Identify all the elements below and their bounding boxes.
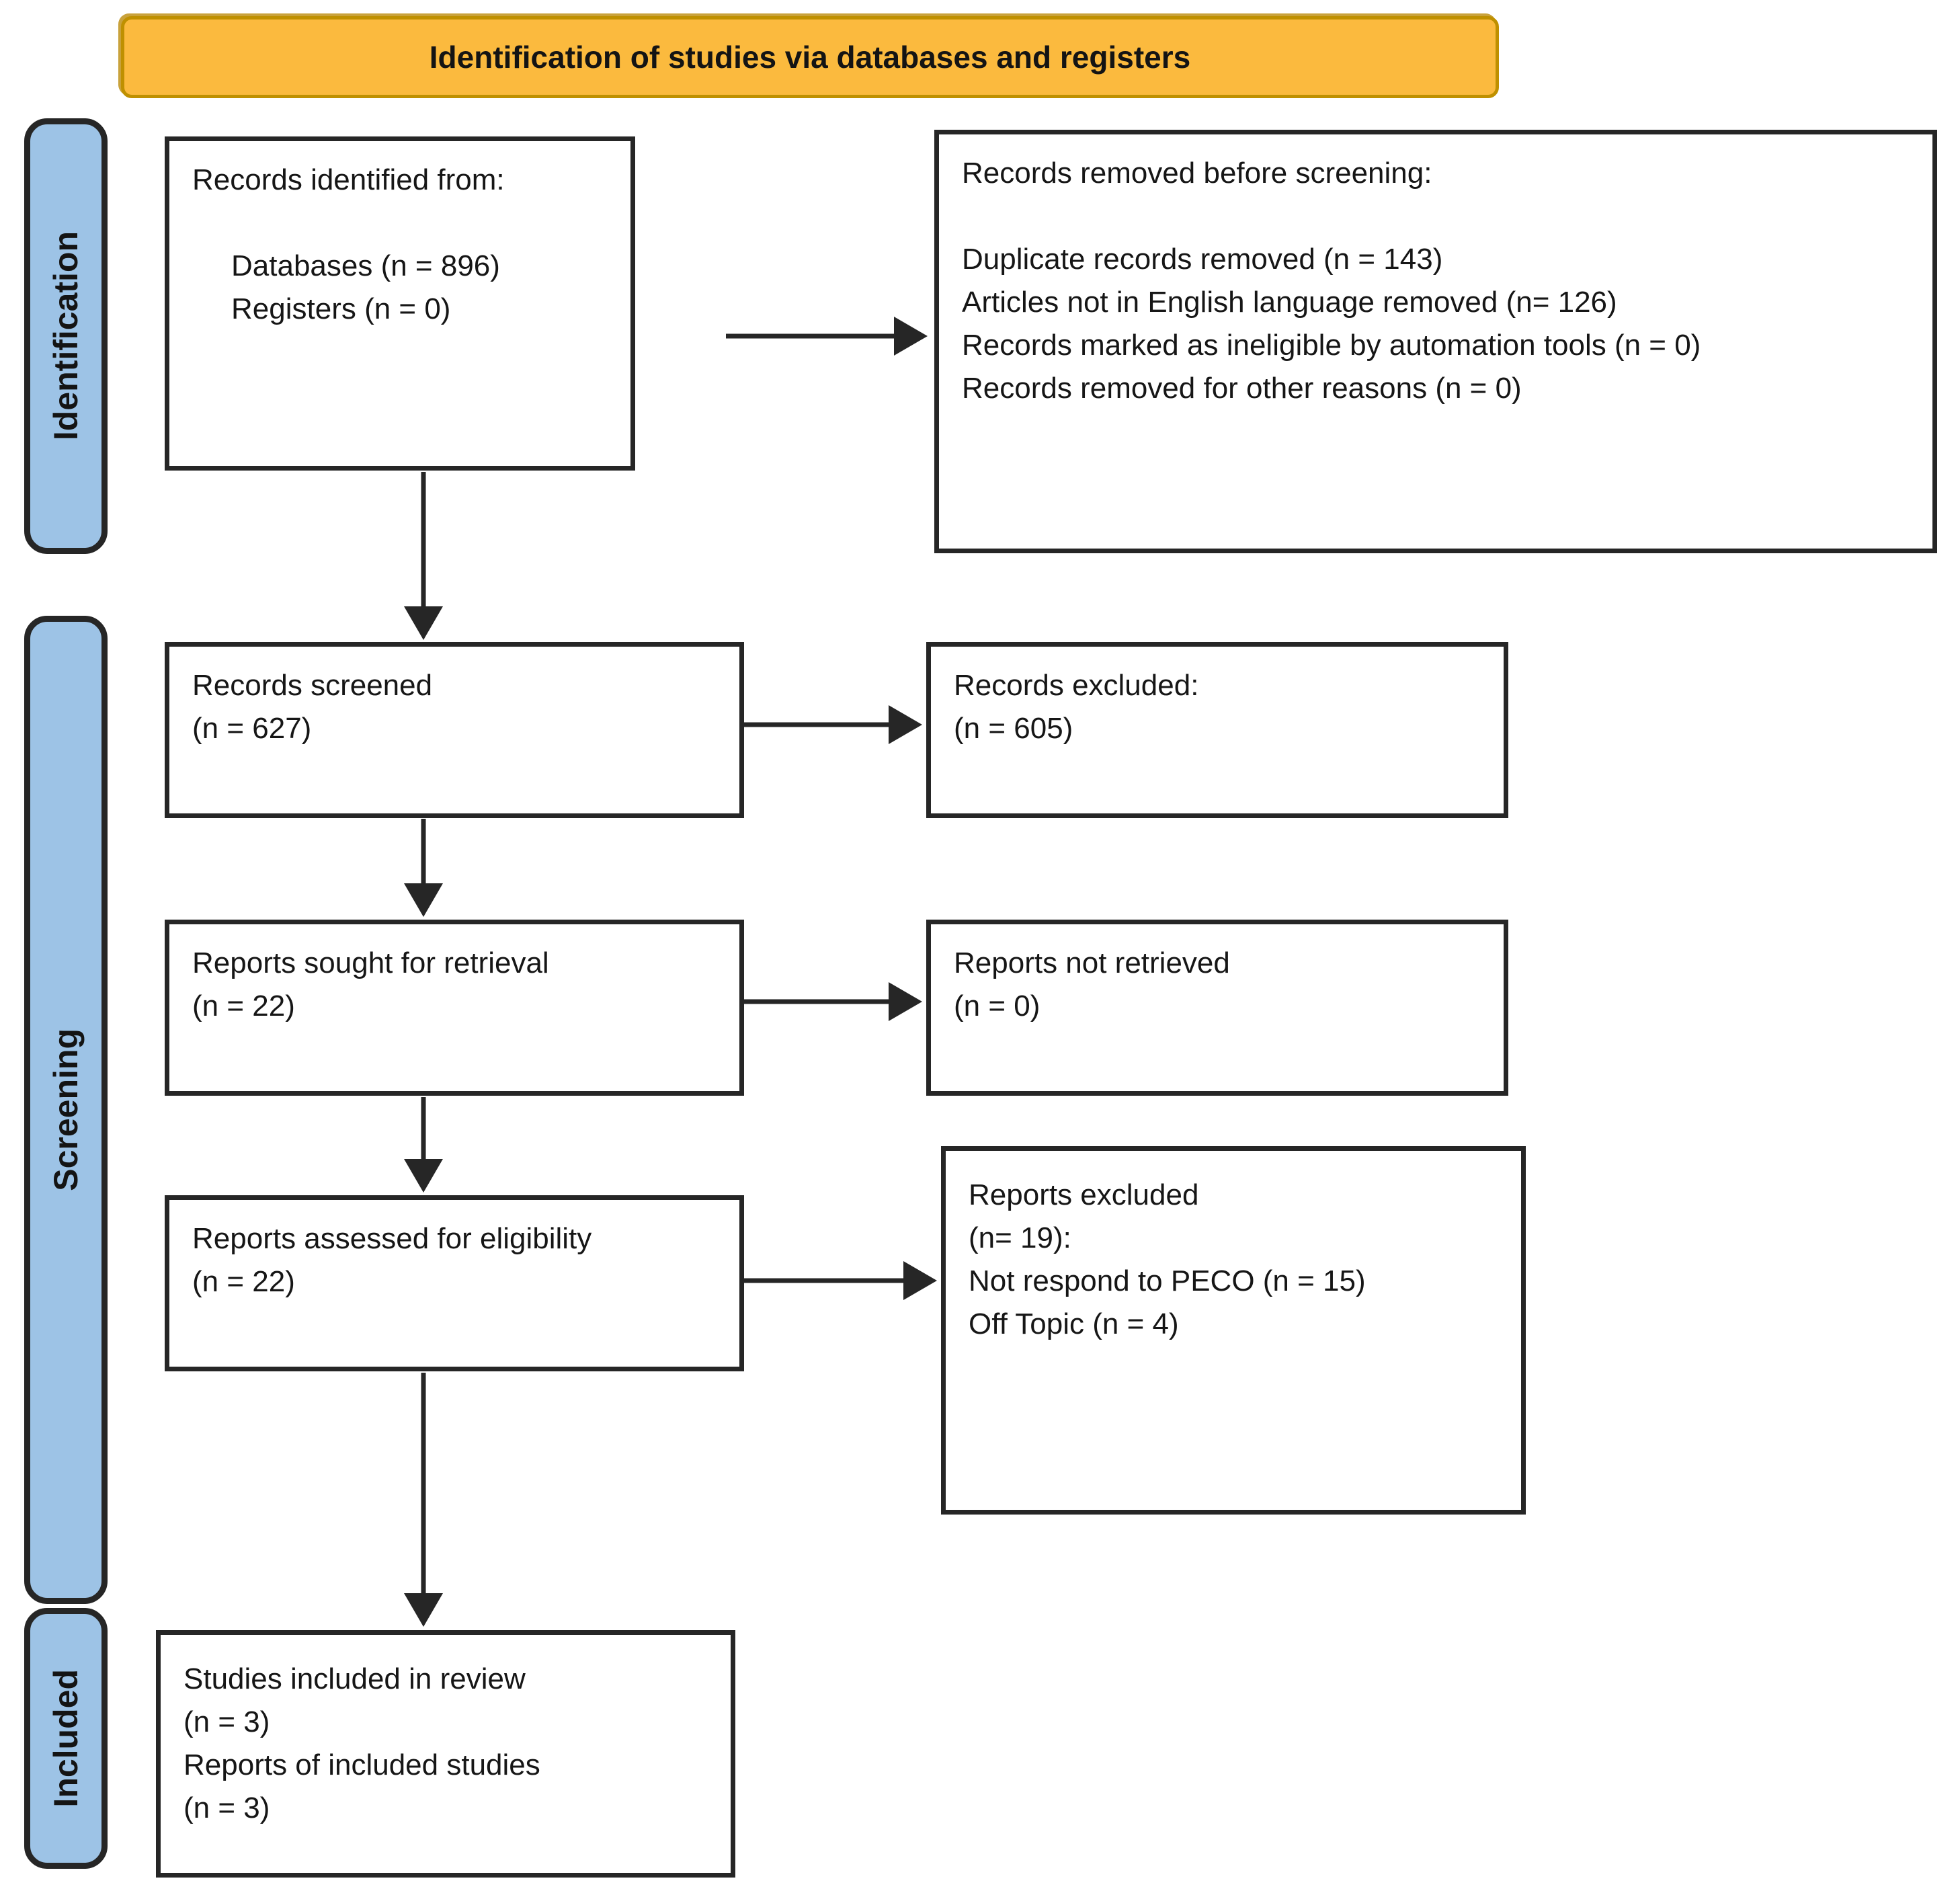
arrow-head-icon [404,606,443,640]
arrow-shaft [742,1278,905,1283]
arrow-screened-to-sought [403,819,444,917]
arrow-shaft [742,999,890,1004]
arrow-shaft [421,819,426,885]
box-line: Studies included in review [183,1662,526,1695]
arrow-assessed-to-reports-excluded [742,1260,937,1301]
phase-bar-included: Included [24,1608,108,1869]
box-reports-assessed: Reports assessed for eligibility (n = 22… [165,1195,744,1371]
arrow-identified-to-removed [726,316,928,356]
phase-bar-identification: Identification [24,118,108,554]
box-line: Registers (n = 0) [231,292,451,325]
arrow-shaft [421,1097,426,1160]
arrow-sought-to-not-retrieved [742,981,922,1022]
arrow-sought-to-assessed [403,1097,444,1193]
box-line: Reports not retrieved [954,946,1230,979]
arrow-assessed-to-included [403,1373,444,1627]
box-line: Databases (n = 896) [231,249,500,282]
box-line: Records marked as ineligible by automati… [962,329,1701,362]
diagram-header-banner: Identification of studies via databases … [121,16,1499,98]
box-records-identified: Records identified from: Databases (n = … [165,136,635,471]
box-line-spacer [192,202,610,245]
box-reports-sought: Reports sought for retrieval (n = 22) [165,920,744,1096]
box-line: (n = 627) [192,712,312,745]
box-line: Records identified from: [192,163,505,196]
box-line: Records removed before screening: [962,157,1432,190]
box-line-spacer [962,195,1912,238]
box-line: (n = 22) [192,990,295,1022]
box-line: Records screened [192,669,433,702]
arrow-screened-to-excluded [742,704,922,745]
box-line: Off Topic (n = 4) [969,1307,1179,1340]
phase-label-included: Included [47,1669,85,1808]
box-line: (n= 19): [969,1221,1071,1254]
box-records-excluded: Records excluded: (n = 605) [926,642,1508,818]
box-line: (n = 3) [183,1705,270,1738]
box-line: Not respond to PECO (n = 15) [969,1264,1366,1297]
box-reports-excluded: Reports excluded (n= 19): Not respond to… [941,1146,1526,1515]
arrow-shaft [421,1373,426,1595]
box-records-removed: Records removed before screening: Duplic… [934,130,1937,553]
arrow-identified-to-screened [403,472,444,640]
box-line: Reports of included studies [183,1748,540,1781]
arrow-head-icon [903,1261,937,1300]
arrow-head-icon [404,1159,443,1193]
box-line: (n = 0) [954,990,1040,1022]
box-line: Articles not in English language removed… [962,286,1617,319]
box-line: Records excluded: [954,669,1199,702]
box-line: Reports sought for retrieval [192,946,549,979]
box-line: Reports excluded [969,1178,1199,1211]
diagram-title: Identification of studies via databases … [429,40,1191,75]
phase-label-identification: Identification [47,231,85,441]
arrow-head-icon [894,317,928,356]
arrow-head-icon [889,982,922,1021]
box-line: Duplicate records removed (n = 143) [962,243,1443,276]
box-reports-not-retrieved: Reports not retrieved (n = 0) [926,920,1508,1096]
box-line: (n = 605) [954,712,1073,745]
arrow-shaft [421,472,426,608]
box-line: Records removed for other reasons (n = 0… [962,372,1522,405]
arrow-shaft [726,333,895,339]
arrow-head-icon [889,705,922,744]
phase-label-screening: Screening [47,1029,85,1191]
box-line: Reports assessed for eligibility [192,1222,592,1255]
box-studies-included: Studies included in review (n = 3) Repor… [156,1630,735,1878]
box-records-screened: Records screened (n = 627) [165,642,744,818]
arrow-head-icon [404,883,443,917]
arrow-shaft [742,722,890,727]
phase-bar-screening: Screening [24,616,108,1604]
arrow-head-icon [404,1593,443,1627]
box-line: (n = 3) [183,1791,270,1824]
box-line: (n = 22) [192,1265,295,1298]
